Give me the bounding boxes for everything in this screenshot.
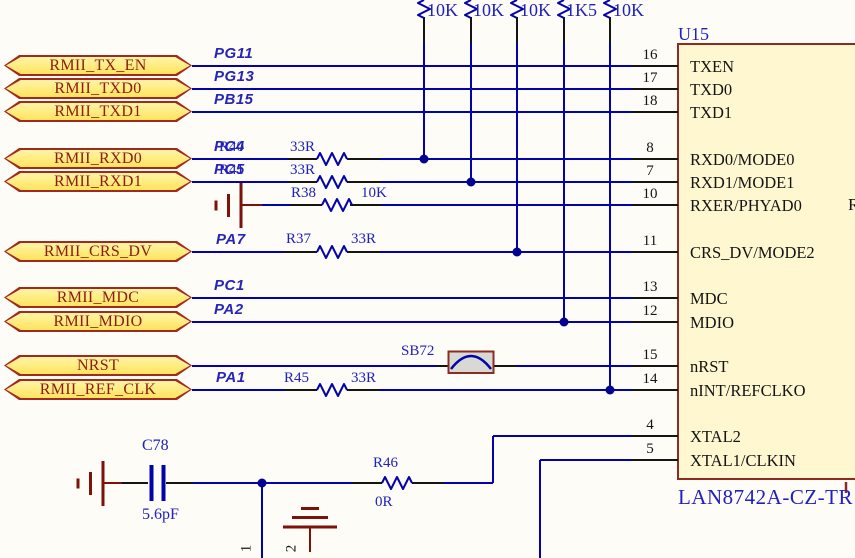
pin-name-txen: TXEN xyxy=(690,57,734,76)
port-rmii-mdio[interactable]: RMII_MDIO xyxy=(4,311,192,332)
pullup-value-4: 1K5 xyxy=(566,0,597,20)
pullup-value-5: 10K xyxy=(613,0,644,20)
resistor-r41-symbol[interactable] xyxy=(316,175,348,189)
resistor-r45-designator: R45 xyxy=(284,370,310,386)
port-label: RMII_TX_EN xyxy=(49,56,147,74)
net-label-pg13: PG13 xyxy=(214,68,255,85)
ground-symbol-rxer[interactable] xyxy=(214,183,262,228)
resistor-r45-symbol[interactable] xyxy=(316,383,348,397)
solder-bridge-sb72-symbol[interactable] xyxy=(447,350,495,374)
pin-number-17: 17 xyxy=(642,70,658,86)
port-label: RMII_MDC xyxy=(56,288,140,306)
pin-number-4: 4 xyxy=(646,417,654,433)
ic-part-number: LAN8742A-CZ-TR xyxy=(678,485,853,509)
resistor-r45-value: 33R xyxy=(351,370,377,386)
pin-name-rxd1: RXD1/MODE1 xyxy=(690,173,795,192)
pin-name-txd0: TXD0 xyxy=(690,80,733,99)
net-label-pa1: PA1 xyxy=(216,369,246,386)
resistor-r46-designator: R46 xyxy=(373,455,399,471)
resistor-r37-symbol[interactable] xyxy=(316,245,348,259)
resistor-r38-symbol[interactable] xyxy=(321,198,353,212)
port-rmii-mdc[interactable]: RMII_MDC xyxy=(4,287,192,308)
resistor-r38-designator: R38 xyxy=(291,185,317,201)
net-label-pg11: PG11 xyxy=(214,45,254,62)
net-label-pb15: PB15 xyxy=(214,91,254,108)
pin-name-nint: nINT/REFCLKO xyxy=(690,381,806,400)
resistor-r46-value: 0R xyxy=(375,494,393,510)
resistor-r40-designator: R40 xyxy=(219,139,245,155)
ground-symbol-c78[interactable] xyxy=(76,461,122,506)
pullup-value-2: 10K xyxy=(473,0,504,20)
pin-number-5: 5 xyxy=(646,441,654,457)
port-label: NRST xyxy=(76,356,120,374)
resistor-r37-designator: R37 xyxy=(286,231,312,247)
port-label: RMII_TXD0 xyxy=(54,79,142,97)
crystal-pin-number-2: 2 xyxy=(283,544,300,553)
pin-number-16: 16 xyxy=(642,47,658,63)
pin-number-15: 15 xyxy=(642,347,658,363)
pin-stubs xyxy=(122,17,678,484)
port-rmii-crs-dv[interactable]: RMII_CRS_DV xyxy=(4,241,192,262)
pin-number-18: 18 xyxy=(642,93,658,109)
signal-wires xyxy=(192,42,632,558)
pin-name-rxer: RXER/PHYAD0 xyxy=(690,196,802,215)
pin-name-xtal2: XTAL2 xyxy=(690,427,741,446)
net-label-pa7: PA7 xyxy=(216,231,246,248)
port-label: RMII_RXD1 xyxy=(53,172,143,190)
pin-name-rxd0: RXD0/MODE0 xyxy=(690,150,795,169)
port-label: RMII_TXD1 xyxy=(54,102,142,120)
port-label: RMII_CRS_DV xyxy=(43,242,153,260)
capacitor-c78-symbol[interactable] xyxy=(149,465,166,501)
pin-name-txd1: TXD1 xyxy=(690,103,733,122)
pin-name-fragment: R xyxy=(848,195,855,213)
junction-dots xyxy=(257,154,615,488)
crystal-pin-number-1: 1 xyxy=(238,544,255,553)
net-label-pc1: PC1 xyxy=(214,277,245,294)
pin-number-7: 7 xyxy=(646,163,654,179)
pin-number-13: 13 xyxy=(642,279,658,295)
solder-bridge-sb72-designator: SB72 xyxy=(401,343,435,359)
port-nrst[interactable]: NRST xyxy=(4,355,192,376)
port-rmii-txd1[interactable]: RMII_TXD1 xyxy=(4,101,192,122)
pin-number-14: 14 xyxy=(642,371,658,387)
pin-number-12: 12 xyxy=(642,303,658,319)
resistor-r38-value: 10K xyxy=(361,185,387,201)
port-rmii-txd0[interactable]: RMII_TXD0 xyxy=(4,78,192,99)
capacitor-c78-designator: C78 xyxy=(142,437,169,454)
pin-name-xtal1: XTAL1/CLKIN xyxy=(690,451,796,470)
pin-name-mdc: MDC xyxy=(690,289,728,308)
resistor-r40-symbol[interactable] xyxy=(316,152,348,166)
port-label: RMII_REF_CLK xyxy=(39,380,157,398)
ic-designator: U15 xyxy=(678,24,709,44)
port-label: RMII_RXD0 xyxy=(53,149,143,167)
port-rmii-tx-en[interactable]: RMII_TX_EN xyxy=(4,55,192,76)
port-rmii-ref-clk[interactable]: RMII_REF_CLK xyxy=(4,379,192,400)
pin-number-8: 8 xyxy=(646,140,654,156)
resistor-r41-designator: R41 xyxy=(219,162,245,178)
pullup-value-1: 10K xyxy=(427,0,458,20)
resistor-r40-value: 33R xyxy=(290,139,316,155)
resistor-r46-symbol[interactable] xyxy=(381,476,413,490)
pin-number-10: 10 xyxy=(642,186,658,202)
resistor-r37-value: 33R xyxy=(351,231,377,247)
port-label: RMII_MDIO xyxy=(53,312,143,330)
pin-name-mdio: MDIO xyxy=(690,313,734,332)
port-rmii-rxd1[interactable]: RMII_RXD1 xyxy=(4,171,192,192)
resistor-r41-value: 33R xyxy=(290,162,316,178)
net-label-pa2: PA2 xyxy=(214,301,244,318)
port-rmii-rxd0[interactable]: RMII_RXD0 xyxy=(4,148,192,169)
pullup-value-3: 10K xyxy=(520,0,551,20)
capacitor-c78-value: 5.6pF xyxy=(142,506,179,523)
pin-number-11: 11 xyxy=(642,233,658,249)
pin-name-crs-dv: CRS_DV/MODE2 xyxy=(690,243,815,262)
pin-name-nrst: nRST xyxy=(690,357,729,376)
ic-lan8742a-body[interactable] xyxy=(677,43,855,480)
